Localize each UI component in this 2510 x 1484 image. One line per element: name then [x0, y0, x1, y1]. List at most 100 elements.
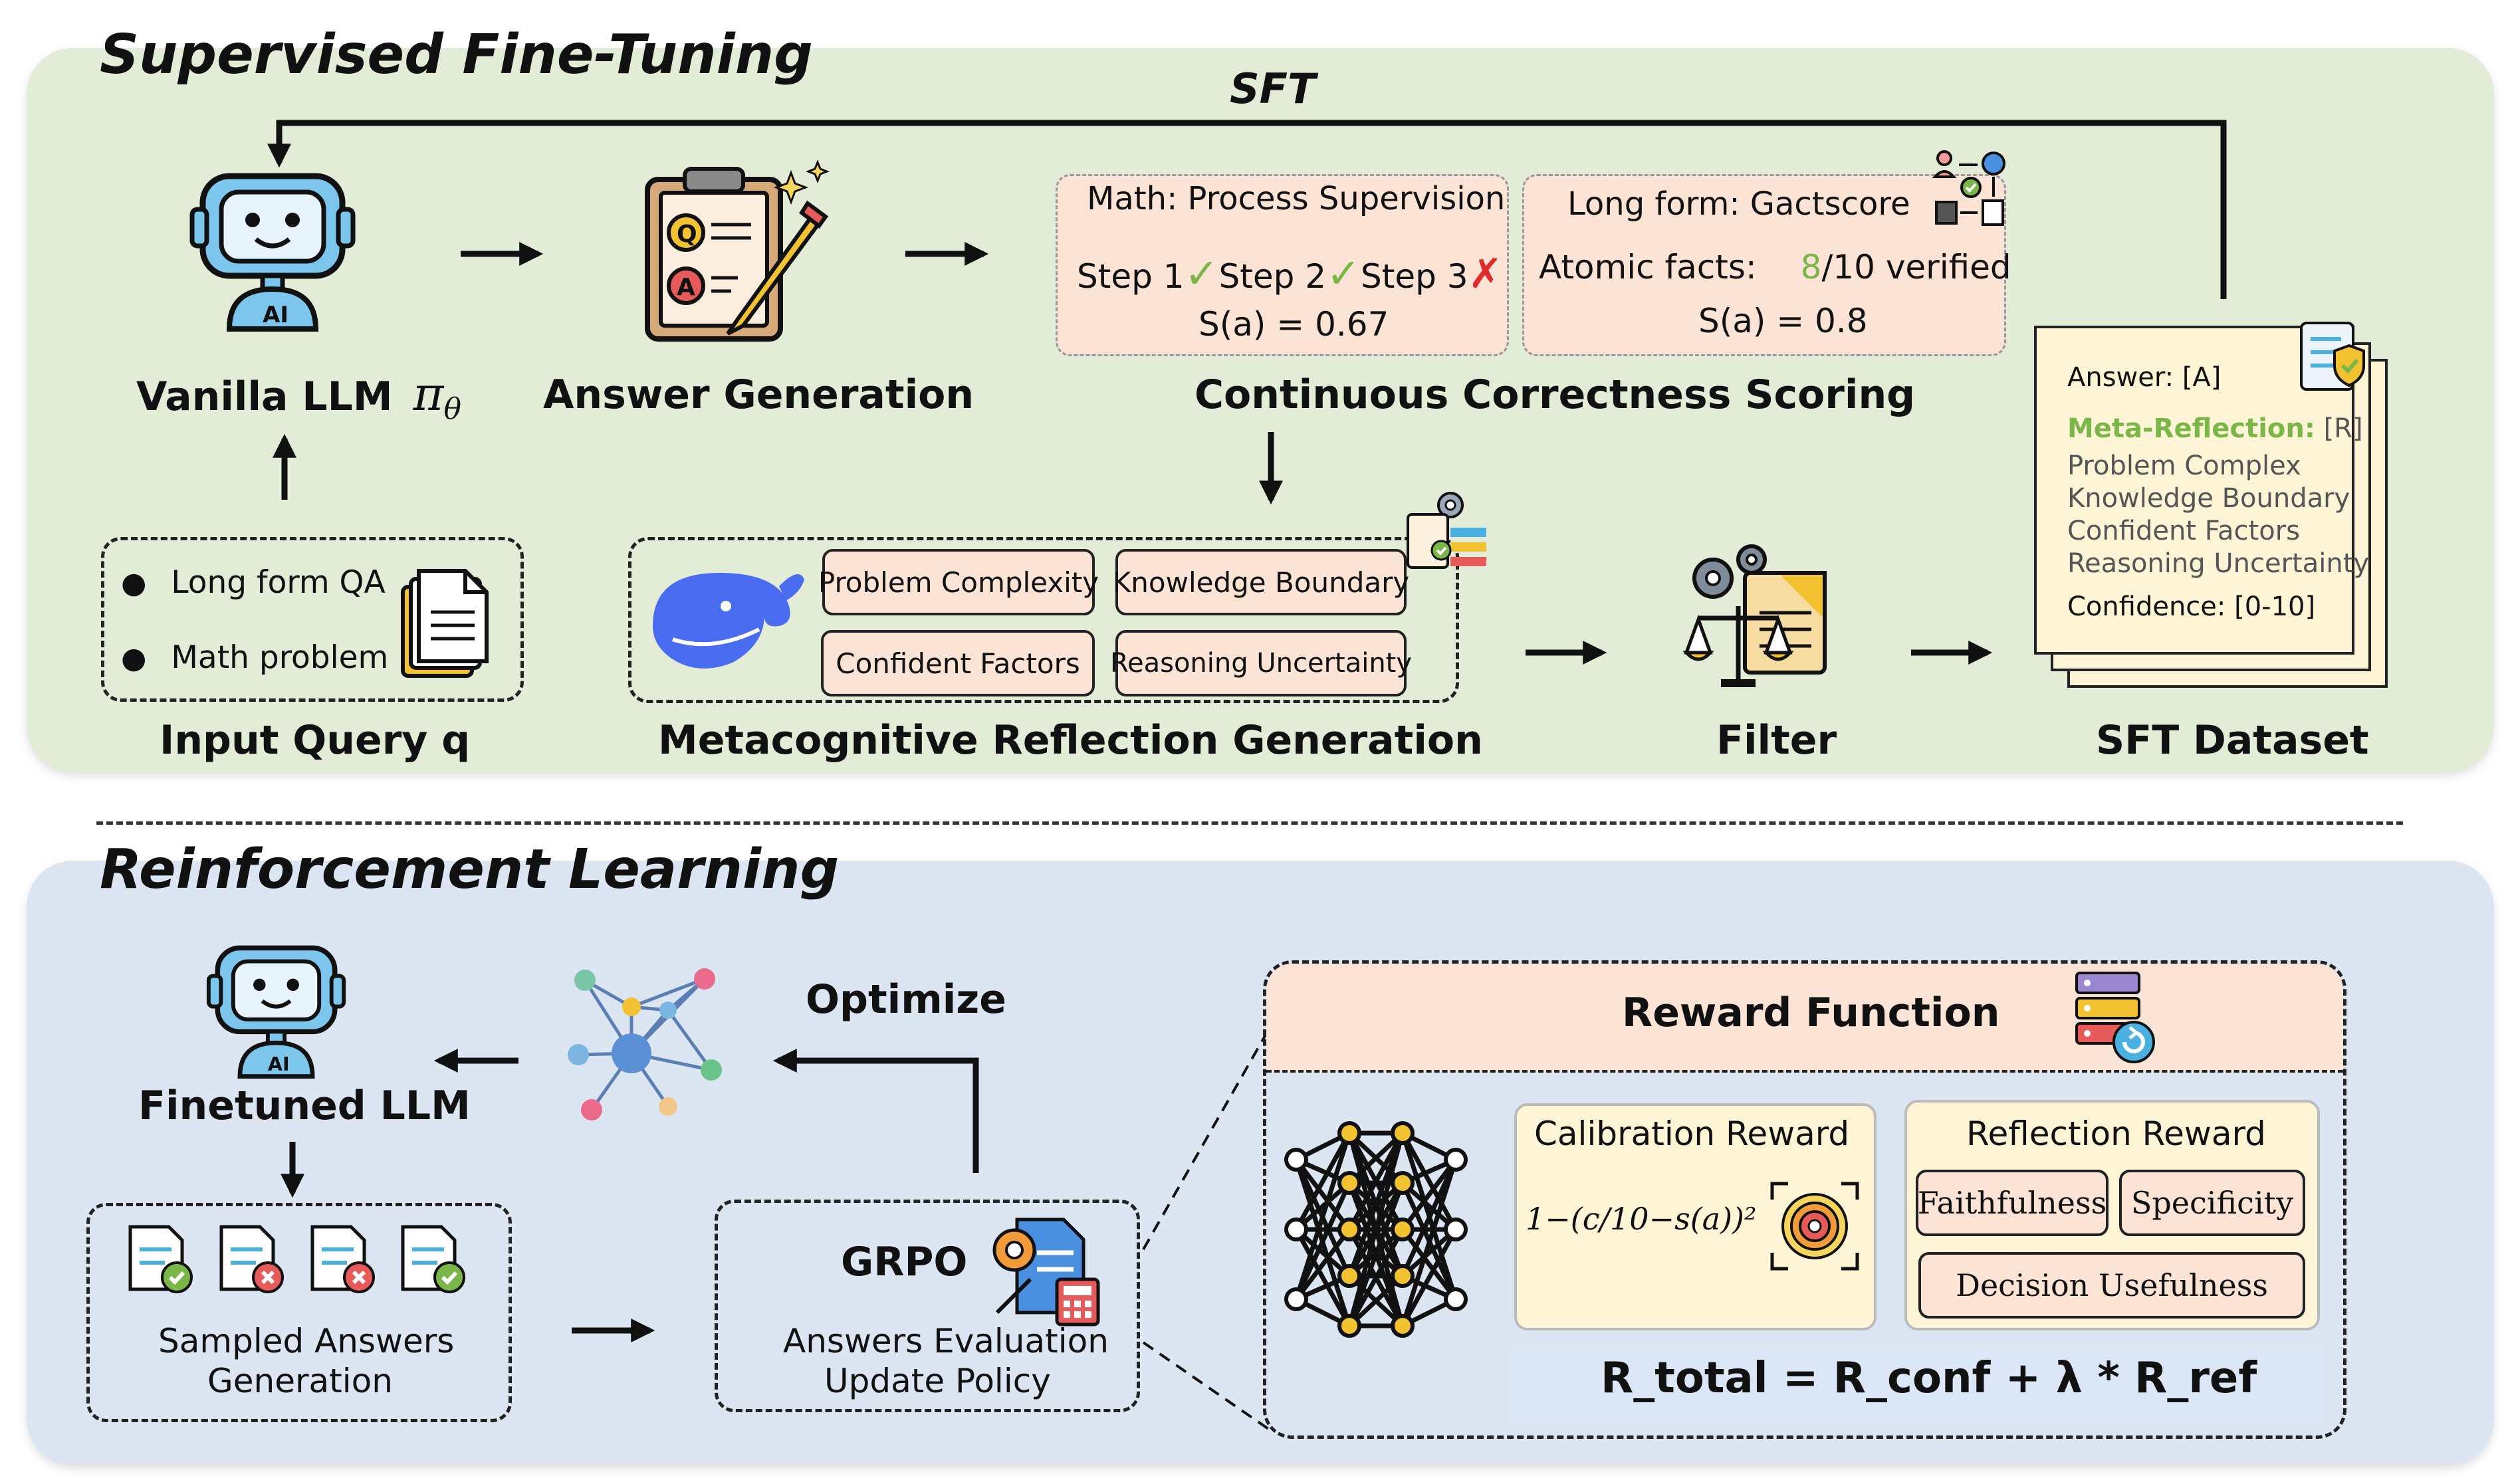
neural-network-icon [568, 968, 722, 1120]
math-box-title: Math: Process Supervision [1087, 180, 1506, 217]
network-node [1337, 1171, 1361, 1195]
step1-check-icon: ✓ [1184, 249, 1219, 298]
network-node [1391, 1218, 1415, 1241]
neural-network-icon [1284, 1121, 1468, 1338]
atomic-facts-rest: /10 verified [1821, 248, 2011, 286]
network-edge [1294, 1228, 1352, 1327]
long-score: S(a) = 0.8 [1698, 302, 1868, 340]
gear-calculator-icon [992, 1218, 1100, 1326]
reward-header-band [1266, 964, 2343, 1073]
sft-loop-label: SFT [1230, 64, 1316, 113]
chip-knowledge-boundary: Knowledge Boundary [1113, 549, 1409, 615]
network-node [1284, 1218, 1308, 1241]
chip-reasoning-uncertainty: Reasoning Uncertainty [1110, 630, 1412, 696]
verified-document-icon [2300, 322, 2365, 391]
network-edge [1347, 1182, 1405, 1327]
network-node [1391, 1171, 1415, 1195]
network-edge [1401, 1158, 1458, 1231]
filter-scale-icon [1682, 544, 1827, 687]
chip-specificity: Specificity [2119, 1170, 2305, 1236]
svg-text:AI: AI [268, 1053, 290, 1075]
doc-check-icon [401, 1225, 465, 1293]
whale-icon [653, 573, 804, 669]
network-edge [1347, 1132, 1405, 1326]
chip-problem-complexity: Problem Complexity [818, 549, 1099, 615]
long-form-box [1522, 174, 2006, 356]
step-1: Step 1 [1077, 257, 1185, 296]
server-refresh-icon [2075, 972, 2155, 1063]
network-node [1284, 1287, 1308, 1311]
long-box-title: Long form: Gactscore [1567, 185, 1910, 223]
step-3: Step 3 [1361, 257, 1468, 296]
answer-generation-label: Answer Generation [543, 371, 974, 418]
bullet-icon: ● [121, 566, 147, 600]
total-reward-band [1509, 1346, 2325, 1422]
chip-faithfulness: Faithfulness [1916, 1170, 2109, 1236]
step2-check-icon: ✓ [1326, 249, 1361, 298]
doc-check-icon [128, 1225, 193, 1293]
theta-subscript: θ [443, 392, 462, 426]
input-item-1: ● Long form QA [121, 564, 386, 601]
sampled-line-2: Generation [207, 1362, 393, 1400]
network-edge [1400, 1132, 1458, 1231]
section-divider [96, 821, 2403, 825]
network-edge [1294, 1132, 1352, 1231]
settings-form-icon [1407, 492, 1486, 569]
math-supervision-box [1056, 174, 1509, 356]
dataset-meta-value: [R] [2315, 413, 2363, 444]
dataset-meta: Meta-Reflection: [R] [2067, 413, 2363, 444]
calibration-title: Calibration Reward [1534, 1114, 1850, 1153]
vanilla-llm-label: Vanilla LLM πθ [136, 368, 461, 427]
network-edge [1294, 1182, 1352, 1301]
network-node [1444, 1218, 1468, 1241]
network-edge [1400, 1158, 1458, 1327]
network-node [1337, 1121, 1361, 1145]
reflection-box [628, 537, 1459, 703]
network-node [1337, 1218, 1361, 1241]
grpo-line-1: Answers Evaluation [783, 1322, 1109, 1360]
robot-icon: AI [206, 945, 346, 1079]
filter-label: Filter [1716, 717, 1837, 764]
network-edge [1400, 1158, 1458, 1277]
sampled-line-1: Sampled Answers [158, 1322, 455, 1360]
dataset-label: SFT Dataset [2096, 717, 2369, 764]
reward-function-box [1263, 960, 2346, 1439]
network-edge [1401, 1227, 1458, 1301]
network-node [1444, 1148, 1468, 1172]
reflection-reward-title: Reflection Reward [1966, 1114, 2266, 1153]
chip-confident-factors: Confident Factors [821, 630, 1095, 696]
input-item-1-text: Long form QA [171, 564, 386, 601]
network-edge [1347, 1274, 1405, 1328]
chip-decision-usefulness: Decision Usefulness [1918, 1252, 2305, 1319]
document-stack-icon [401, 569, 489, 678]
grpo-line-2: Update Policy [824, 1362, 1051, 1400]
network-edge [1347, 1131, 1405, 1185]
step-2: Step 2 [1218, 257, 1327, 296]
svg-text:Q: Q [677, 221, 697, 248]
pi-symbol: π [413, 367, 444, 421]
network-node [1444, 1287, 1468, 1311]
network-edge [1294, 1158, 1351, 1231]
input-item-2-text: Math problem [171, 639, 389, 676]
reflection-label: Metacognitive Reflection Generation [658, 717, 1483, 764]
sft-title: Supervised Fine-Tuning [100, 23, 813, 86]
atomic-facts-count: 8 [1800, 248, 1822, 286]
network-node [1391, 1264, 1415, 1288]
network-edge [1347, 1228, 1405, 1327]
network-edge [1294, 1132, 1352, 1301]
dataset-confidence: Confidence: [0-10] [2067, 591, 2316, 622]
svg-text:A: A [677, 274, 695, 301]
svg-text:AI: AI [263, 302, 288, 328]
network-node [1391, 1314, 1415, 1338]
step3-cross-icon: ✗ [1468, 249, 1503, 298]
input-query-box [101, 537, 524, 702]
doc-cross-icon [219, 1225, 284, 1293]
vanilla-llm-text: Vanilla LLM [136, 373, 393, 420]
robot-icon: AI [189, 173, 356, 332]
atomic-facts-label: Atomic facts: [1539, 248, 1757, 286]
network-node [1284, 1148, 1308, 1172]
reward-function-title: Reward Function [1622, 990, 2000, 1036]
